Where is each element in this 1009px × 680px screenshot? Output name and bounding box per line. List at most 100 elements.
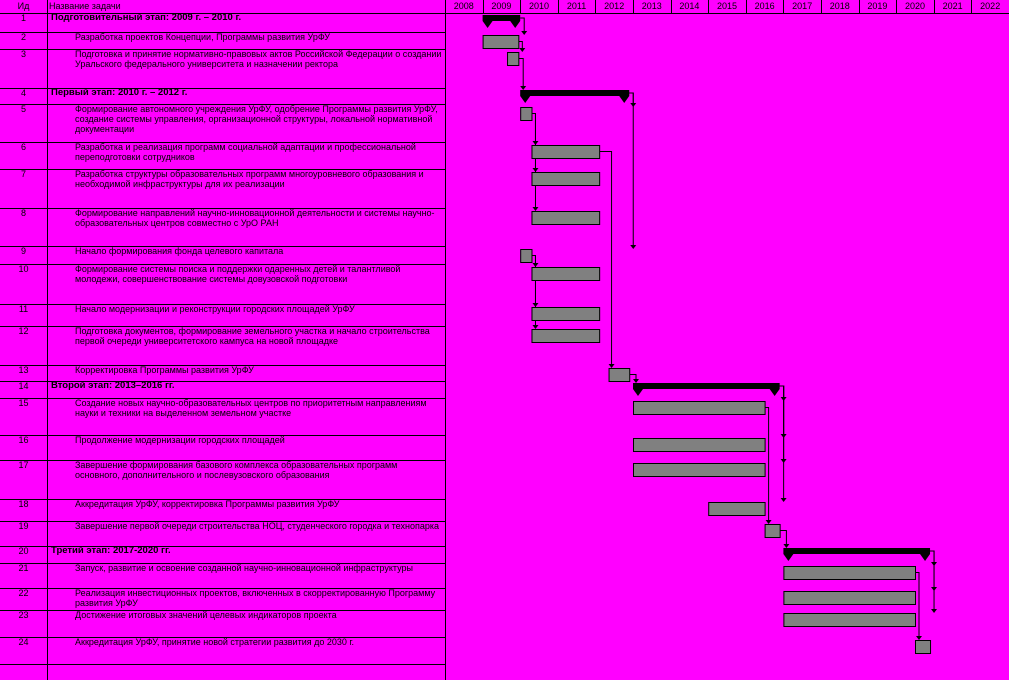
task-id: 5 [20, 104, 26, 114]
task-name: Формирование системы поиска и поддержки … [75, 264, 401, 284]
dependency-link [520, 17, 525, 34]
dependency-link [531, 255, 536, 328]
tick-label-year: 2010 [528, 1, 549, 11]
dependency-arrow [519, 48, 526, 52]
task-name: Разработка проектов Концепции, Программы… [75, 32, 331, 42]
task-bar [531, 145, 601, 159]
task-id: 19 [18, 521, 29, 531]
task-name: Реализация инвестиционных проектов, вклю… [75, 588, 436, 608]
task-name: Аккредитация УрФУ, корректировка Програм… [75, 499, 340, 509]
task-bar [783, 613, 917, 627]
dependency-link [930, 550, 935, 590]
summary-bar-start-cap [783, 554, 794, 561]
task-name: Начало формирования фонда целевого капит… [75, 246, 284, 256]
task-id: 8 [20, 208, 26, 218]
dependency-arrow [783, 544, 790, 548]
tick-label-year: 2017 [792, 1, 813, 11]
task-bar [783, 566, 917, 580]
task-id: 13 [18, 365, 29, 375]
task-bar [608, 368, 631, 382]
dependency-arrow [532, 325, 539, 329]
dependency-link [531, 113, 536, 210]
task-bar [531, 172, 601, 186]
tick-label-year: 2021 [942, 1, 963, 11]
tick-label-year: 2011 [566, 1, 587, 11]
dependency-link [629, 92, 634, 248]
task-id: 6 [20, 142, 26, 152]
task-id: 15 [18, 398, 29, 408]
tick-label-year: 2014 [679, 1, 700, 11]
task-id: 9 [20, 246, 26, 256]
tick-label-year: 2016 [754, 1, 775, 11]
summary-bar [520, 90, 630, 96]
task-name: Подготовка документов, формирование земе… [75, 326, 430, 346]
task-id: 18 [18, 499, 29, 509]
dependency-arrow [520, 86, 527, 90]
task-bar [783, 591, 917, 605]
task-name: Завершение первой очереди строительства … [75, 521, 439, 531]
task-bar [633, 401, 766, 415]
tick-label-year: 2009 [491, 1, 512, 11]
dependency-arrow [916, 636, 922, 640]
summary-bar-end-cap [920, 554, 931, 561]
dependency-arrow [521, 31, 528, 35]
task-name: Формирование автономного учреждения УрФУ… [75, 104, 438, 134]
task-bar [915, 640, 932, 654]
task-name: Создание новых научно-образовательных це… [75, 398, 427, 418]
task-id: 1 [20, 13, 26, 23]
task-bar [520, 107, 533, 121]
task-id: 2 [20, 32, 26, 42]
task-id: 4 [20, 88, 26, 98]
header-task-name: Название задачи [49, 1, 121, 11]
task-id: 11 [18, 304, 29, 314]
tick-label-year: 2012 [604, 1, 625, 11]
dependency-link [518, 41, 523, 51]
task-name: Корректировка Программы развития УрФУ [75, 365, 254, 375]
header-id: Ид [17, 1, 30, 11]
dependency-arrow [765, 520, 772, 524]
task-bar [531, 307, 601, 321]
tick-label-year: 2008 [453, 1, 474, 11]
task-id: 14 [18, 381, 29, 391]
task-id: 17 [18, 460, 29, 470]
task-name: Подготовка и принятие нормативно-правовы… [75, 49, 442, 69]
dependency-arrow [633, 379, 639, 383]
task-name: Разработка и реализация программ социаль… [75, 142, 416, 162]
task-id: 23 [18, 610, 29, 620]
task-id: 24 [18, 637, 29, 647]
task-id: 21 [18, 563, 29, 573]
task-bar [482, 35, 520, 49]
task-bar [764, 524, 781, 538]
phase-name: Второй этап: 2013–2016 гг. [51, 381, 175, 391]
task-bar [633, 438, 766, 452]
summary-bar-end-cap [510, 21, 521, 28]
task-bar [531, 267, 601, 281]
dependency-link [779, 385, 785, 501]
dependency-arrow [608, 364, 615, 368]
summary-bar-start-cap [633, 389, 643, 396]
tick-label-year: 2013 [641, 1, 662, 11]
task-name: Аккредитация УрФУ, принятие новой страте… [75, 637, 355, 647]
task-id: 12 [18, 326, 29, 336]
task-bar [531, 329, 601, 343]
dependency-link [764, 407, 770, 523]
dependency-link [779, 385, 785, 437]
task-name: Запуск, развитие и освоение созданной на… [75, 563, 413, 573]
task-bar [520, 249, 533, 263]
phase-name: Третий этап: 2017-2020 гг. [51, 546, 171, 556]
summary-bar-end-cap [769, 389, 780, 396]
tick-label-year: 2015 [716, 1, 737, 11]
task-name: Достижение итоговых значений целевых инд… [75, 610, 337, 620]
summary-bar-start-cap [482, 21, 493, 28]
task-id: 3 [20, 49, 26, 59]
task-bar [708, 502, 766, 516]
task-bar [507, 52, 520, 66]
phase-name: Первый этап: 2010 г. – 2012 г. [51, 88, 188, 98]
dependency-arrow [931, 609, 938, 613]
task-name: Продолжение модернизации городских площа… [75, 435, 285, 445]
summary-bar-start-cap [520, 96, 531, 103]
task-id: 7 [20, 169, 26, 179]
dependency-arrow [532, 207, 539, 211]
